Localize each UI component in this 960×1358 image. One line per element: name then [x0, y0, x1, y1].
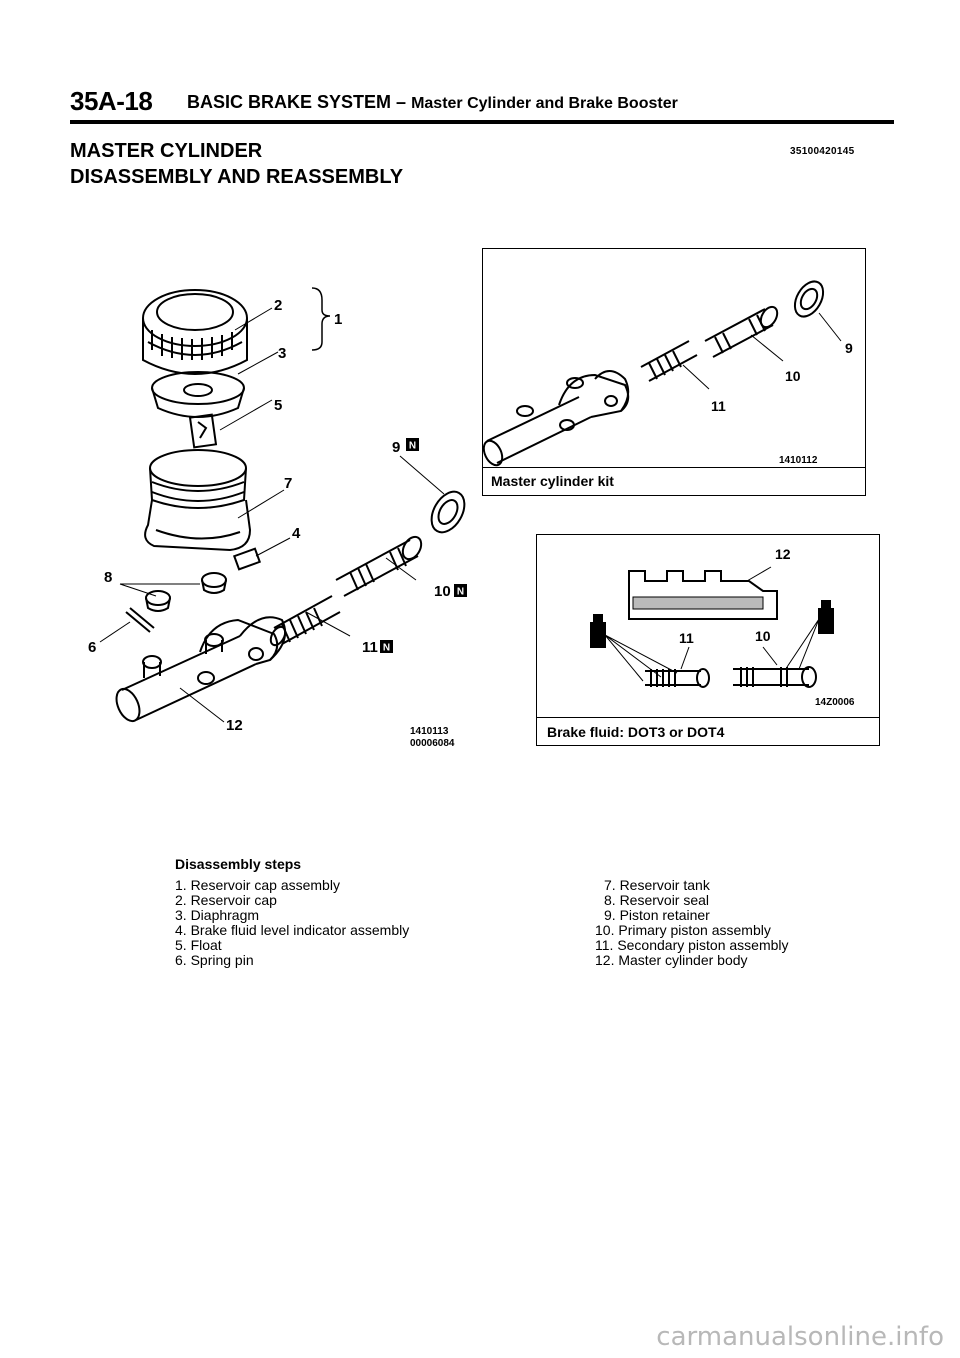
reservoir-seals-drawing — [145, 572, 227, 612]
step-item: 2. Reservoir cap — [175, 892, 277, 908]
new-part-mark: N — [383, 643, 390, 654]
label-4: 4 — [292, 525, 301, 542]
label-9: 9 — [392, 439, 400, 456]
kit-panel: 9 10 11 1410112 Master cylinder kit — [482, 248, 866, 496]
step-item: 8. Reservoir seal — [604, 892, 710, 908]
reservoir-tank-drawing — [144, 449, 262, 571]
header-rule — [70, 120, 894, 124]
document-number: 35100420145 — [790, 146, 855, 157]
label-1: 1 — [334, 311, 342, 328]
fluid-primary-piston-drawing — [733, 666, 817, 688]
kit-primary-piston-drawing — [704, 305, 779, 358]
fluid-cylinder-body-drawing — [628, 570, 778, 620]
kit-illustration: 9 10 11 — [483, 280, 853, 467]
label-10: 10 — [434, 583, 451, 600]
step-item: 1. Reservoir cap assembly — [175, 877, 340, 893]
kit-label-9: 9 — [845, 340, 853, 356]
exploded-diagram: 2 1 3 5 7 4 8 6 12 9 10 11 N N N — [88, 287, 467, 734]
header-separator: – — [396, 92, 407, 112]
steps-right-list: 7. Reservoir tank 8. Reservoir seal 9. P… — [595, 878, 789, 968]
kit-caption-rule — [483, 467, 865, 468]
page-subtitle: DISASSEMBLY AND REASSEMBLY — [70, 166, 404, 188]
step-item: 6. Spring pin — [175, 952, 254, 968]
fluid-bottle-right-drawing — [818, 600, 834, 634]
kit-leader-lines — [682, 312, 842, 390]
cylinder-body-drawing — [115, 616, 286, 723]
label-6: 6 — [88, 639, 96, 656]
diaphragm-drawing — [151, 371, 245, 418]
label-12: 12 — [226, 717, 243, 734]
primary-piston-drawing — [335, 535, 423, 597]
watermark: carmanualsonline.info — [656, 1322, 944, 1352]
page-title: MASTER CYLINDER — [70, 140, 263, 162]
spring-pin-drawing — [125, 607, 155, 633]
kit-label-10: 10 — [785, 368, 801, 384]
step-item: 9. Piston retainer — [604, 907, 710, 923]
fluid-label-11: 11 — [679, 630, 694, 646]
fluid-label-12: 12 — [775, 546, 791, 562]
fluid-panel: 12 11 10 14Z0006 Brake fluid: DOT3 or DO… — [536, 534, 880, 746]
step-item: 5. Float — [175, 937, 222, 953]
section-title: BASIC BRAKE SYSTEM – Master Cylinder and… — [187, 92, 678, 113]
piston-retainer-drawing — [430, 490, 466, 534]
kit-code: 1410112 — [779, 455, 818, 466]
label-7: 7 — [284, 475, 292, 492]
step-item: 4. Brake fluid level indicator assembly — [175, 922, 410, 938]
secondary-piston-drawing — [269, 595, 341, 647]
page-number: 35A-18 — [70, 86, 153, 116]
fluid-code: 14Z0006 — [815, 697, 855, 708]
steps-heading: Disassembly steps — [175, 856, 302, 872]
diagram-code-line2: 00006084 — [410, 738, 455, 749]
step-item: 7. Reservoir tank — [604, 877, 710, 893]
label-11: 11 — [362, 639, 378, 656]
fluid-caption: Brake fluid: DOT3 or DOT4 — [547, 724, 725, 740]
steps-left-list: 1. Reservoir cap assembly 2. Reservoir c… — [175, 878, 409, 968]
fluid-caption-rule — [537, 717, 879, 718]
step-item: 11. Secondary piston assembly — [595, 937, 789, 953]
fluid-illustration: 12 11 10 — [590, 546, 834, 688]
new-part-mark: N — [409, 441, 416, 452]
new-part-marks: N N N — [380, 438, 467, 654]
new-part-mark: N — [457, 587, 464, 598]
label-3: 3 — [278, 345, 286, 362]
assembly-brace — [311, 287, 331, 351]
subsection-name: Master Cylinder and Brake Booster — [411, 95, 678, 112]
section-name: BASIC BRAKE SYSTEM — [187, 92, 392, 112]
kit-label-11: 11 — [711, 398, 726, 414]
step-item: 10. Primary piston assembly — [595, 922, 771, 938]
kit-caption: Master cylinder kit — [491, 473, 614, 489]
leader-lines — [99, 307, 445, 723]
diagram-code: 1410113 00006084 — [410, 726, 455, 750]
label-5: 5 — [274, 397, 282, 414]
fluid-secondary-piston-drawing — [645, 668, 710, 688]
label-8: 8 — [104, 569, 112, 586]
fluid-leader-lines — [604, 566, 820, 682]
kit-piston-retainer-drawing — [793, 280, 825, 318]
fluid-label-10: 10 — [755, 628, 771, 644]
reservoir-cap-drawing — [142, 289, 248, 375]
float-drawing — [188, 413, 218, 449]
step-item: 3. Diaphragm — [175, 907, 260, 923]
fluid-bottle-left-drawing — [590, 614, 606, 648]
kit-secondary-piston-drawing — [640, 340, 698, 382]
label-2: 2 — [274, 297, 282, 314]
diagram-code-line1: 1410113 — [410, 726, 449, 737]
kit-cylinder-body-drawing — [483, 370, 630, 467]
step-item: 12. Master cylinder body — [595, 952, 748, 968]
